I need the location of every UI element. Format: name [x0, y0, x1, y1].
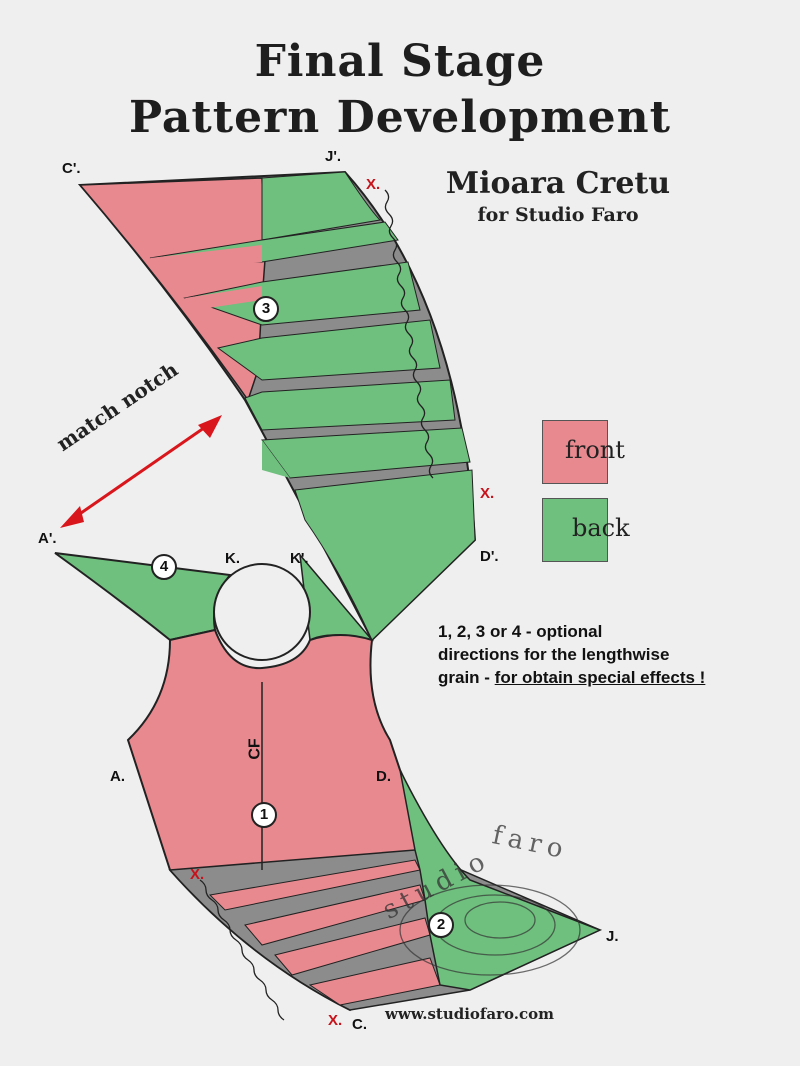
- point-a: A.: [110, 768, 125, 785]
- legend-front-swatch: [542, 420, 608, 484]
- grain-note-line-3: grain - for obtain special effects !: [438, 666, 778, 689]
- point-d-prime: D'.: [480, 548, 499, 565]
- title-line-2: Pattern Development: [129, 92, 671, 143]
- point-c-prime: C'.: [62, 160, 81, 177]
- point-x-bottom: X.: [328, 1012, 343, 1029]
- author-name: Mioara Cretu: [445, 166, 671, 201]
- center-front-label: CF: [246, 738, 264, 760]
- grain-marker-2: 2: [428, 912, 454, 938]
- watermark-swirl: [399, 884, 581, 976]
- point-d: D.: [376, 768, 391, 785]
- wavy-edge-lower: [199, 879, 285, 1021]
- legend-front-label: front: [565, 436, 625, 464]
- legend-back-swatch: [542, 498, 608, 562]
- point-j: J.: [606, 928, 619, 945]
- back-wedge: [244, 379, 456, 431]
- point-a-prime: A'.: [38, 530, 57, 547]
- wavy-edge-upper: [384, 189, 434, 479]
- upper-back-region: [261, 171, 382, 241]
- neck-opening: [213, 563, 311, 661]
- point-x-right: X.: [480, 485, 495, 502]
- point-c: C.: [352, 1016, 367, 1033]
- point-k: K.: [225, 550, 240, 567]
- title-line-1: Final Stage: [254, 36, 546, 87]
- front-wedge: [185, 286, 262, 310]
- grain-marker-4: 4: [151, 554, 177, 580]
- lower-back-shoulder: [54, 552, 232, 642]
- grain-note-line-2: directions for the lengthwise: [438, 645, 670, 664]
- grain-note-underlined: for obtain special effects !: [494, 668, 706, 687]
- arrow-head-left: [60, 506, 84, 528]
- point-x-lower: X.: [190, 866, 205, 883]
- grain-marker-1: 1: [251, 802, 277, 828]
- legend-back-label: back: [572, 514, 630, 542]
- point-x-upper: X.: [366, 176, 381, 193]
- arrow-head-right: [198, 415, 222, 438]
- back-wedge: [216, 319, 441, 381]
- grain-marker-3: 3: [253, 296, 279, 322]
- author-studio: for Studio Faro: [477, 204, 639, 226]
- front-wedge: [150, 245, 262, 268]
- back-wedge: [183, 261, 421, 326]
- point-k-prime: K'.: [290, 550, 309, 567]
- grain-note-line-1: 1, 2, 3 or 4 - optional: [438, 622, 603, 641]
- upper-back-column: [262, 178, 290, 478]
- grain-note: 1, 2, 3 or 4 - optional directions for t…: [438, 620, 778, 689]
- match-notch-arrow: [67, 419, 215, 524]
- point-j-prime: J'.: [325, 148, 342, 165]
- grain-note-prefix: grain -: [438, 668, 495, 687]
- website-url: www.studiofaro.com: [385, 1005, 554, 1023]
